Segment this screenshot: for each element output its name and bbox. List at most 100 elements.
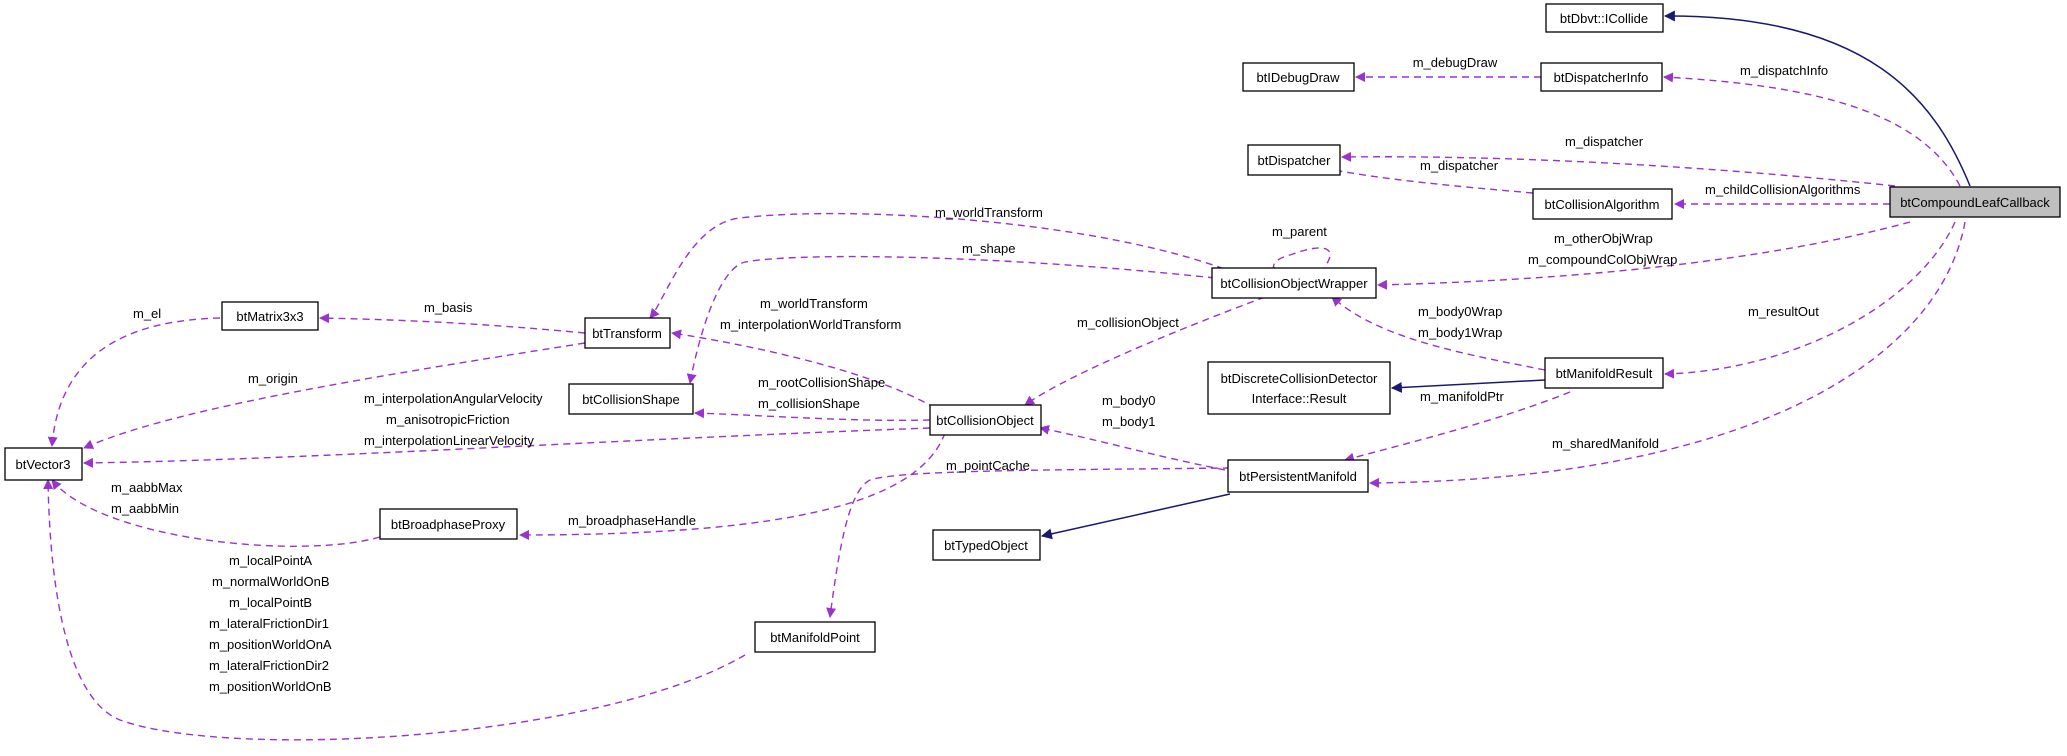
node-label: btManifoldResult — [1556, 366, 1653, 381]
label-m-collisionShape: m_collisionShape — [758, 396, 860, 411]
edge-el — [47, 317, 221, 447]
label-m-compoundColObjWrap: m_compoundColObjWrap — [1528, 252, 1677, 267]
label-m-broadphaseHandle: m_broadphaseHandle — [568, 513, 696, 528]
node-label: btCompoundLeafCallback — [1900, 195, 2050, 210]
node-label: btBroadphaseProxy — [391, 517, 506, 532]
label-m-basis: m_basis — [424, 300, 473, 315]
label-m-manifoldPtr: m_manifoldPtr — [1420, 389, 1504, 404]
node-label-line2: Interface::Result — [1252, 391, 1347, 406]
edge-manifoldptr — [1344, 391, 1571, 463]
label-m-anisotropicFriction: m_anisotropicFriction — [386, 412, 510, 427]
node-btBroadphaseProxy[interactable]: btBroadphaseProxy — [379, 508, 518, 540]
label-m-localPointB: m_localPointB — [229, 595, 312, 610]
node-btCollisionAlgorithm[interactable]: btCollisionAlgorithm — [1532, 188, 1673, 220]
edges — [43, 10, 1971, 741]
node-label: btCollisionAlgorithm — [1545, 197, 1660, 212]
label-m-body0Wrap: m_body0Wrap — [1418, 304, 1502, 319]
label-m-localPointA: m_localPointA — [229, 553, 312, 568]
label-m-aabbMax: m_aabbMax — [111, 480, 183, 495]
label-m-shape: m_shape — [962, 241, 1015, 256]
node-btCompoundLeafCallback[interactable]: btCompoundLeafCallback — [1889, 186, 2061, 218]
label-m-otherObjWrap: m_otherObjWrap — [1554, 231, 1653, 246]
edge-aabb — [51, 479, 381, 547]
node-label: btCollisionShape — [582, 392, 680, 407]
node-btDispatcherInfo[interactable]: btDispatcherInfo — [1540, 62, 1663, 92]
label-m-interpolationAngularVelocity: m_interpolationAngularVelocity — [364, 391, 543, 406]
label-m-lateralFrictionDir2: m_lateralFrictionDir2 — [209, 658, 329, 673]
node-btCollisionShape[interactable]: btCollisionShape — [568, 383, 694, 415]
label-m-aabbMin: m_aabbMin — [111, 501, 179, 516]
label-m-worldTransform-obj: m_worldTransform — [760, 296, 868, 311]
edge-manifoldpoint-vec — [43, 479, 746, 741]
label-m-sharedManifold: m_sharedManifold — [1552, 436, 1659, 451]
label-m-childCollisionAlgorithms: m_childCollisionAlgorithms — [1705, 182, 1861, 197]
node-label-line1: btDiscreteCollisionDetector — [1221, 371, 1378, 386]
label-m-el: m_el — [133, 306, 161, 321]
label-m-parent: m_parent — [1272, 224, 1327, 239]
node-btManifoldPoint[interactable]: btManifoldPoint — [754, 621, 876, 653]
node-btTypedObject[interactable]: btTypedObject — [932, 529, 1041, 561]
node-label: btCollisionObject — [936, 413, 1034, 428]
edge-labels: m_debugDraw m_dispatchInfo m_dispatcher … — [111, 55, 1861, 694]
node-btTransform[interactable]: btTransform — [584, 317, 671, 349]
node-btDispatcher[interactable]: btDispatcher — [1247, 144, 1341, 176]
node-label: btDispatcherInfo — [1554, 70, 1649, 85]
node-btDiscreteCollisionDetector-Result[interactable]: btDiscreteCollisionDetector Interface::R… — [1207, 361, 1391, 415]
label-m-lateralFrictionDir1: m_lateralFrictionDir1 — [209, 616, 329, 631]
node-btCollisionObject[interactable]: btCollisionObject — [929, 404, 1042, 436]
label-m-positionWorldOnA: m_positionWorldOnA — [209, 637, 332, 652]
node-label: btVector3 — [16, 457, 71, 472]
label-m-rootCollisionShape: m_rootCollisionShape — [758, 375, 885, 390]
node-btCollisionObjectWrapper[interactable]: btCollisionObjectWrapper — [1211, 267, 1377, 299]
node-btMatrix3x3[interactable]: btMatrix3x3 — [221, 301, 319, 331]
label-m-pointCache: m_pointCache — [946, 458, 1030, 473]
edge-body0 — [1039, 424, 1226, 471]
node-btManifoldResult[interactable]: btManifoldResult — [1544, 357, 1664, 389]
label-m-dispatcher-top: m_dispatcher — [1565, 134, 1644, 149]
node-btVector3[interactable]: btVector3 — [4, 447, 83, 481]
edge-colobj-transform — [671, 329, 936, 409]
label-m-origin: m_origin — [248, 371, 298, 386]
node-btDbvt-ICollide[interactable]: btDbvt::ICollide — [1545, 3, 1664, 33]
label-m-debugDraw: m_debugDraw — [1413, 55, 1498, 70]
label-m-body0: m_body0 — [1102, 393, 1155, 408]
label-m-resultOut: m_resultOut — [1748, 304, 1819, 319]
node-label: btMatrix3x3 — [236, 309, 303, 324]
node-btPersistentManifold[interactable]: btPersistentManifold — [1227, 459, 1369, 493]
edge-body0wrap — [1331, 296, 1546, 371]
edge-collisionobject — [1024, 296, 1266, 406]
edge-worldtransform-wrapper — [649, 212, 1236, 319]
edge-broadphase — [519, 432, 946, 540]
label-m-dispatchInfo: m_dispatchInfo — [1740, 63, 1828, 78]
node-btIDebugDraw[interactable]: btIDebugDraw — [1242, 62, 1355, 92]
label-m-normalWorldOnB: m_normalWorldOnB — [212, 574, 330, 589]
node-label: btManifoldPoint — [770, 630, 860, 645]
edge-rootshape — [694, 408, 931, 422]
edge-sharedmanifold — [1369, 221, 1966, 488]
node-label: btTypedObject — [944, 538, 1028, 553]
edge-inherit-result — [1390, 379, 1546, 393]
node-label: btTransform — [592, 326, 662, 341]
edge-inherit-icollide — [1663, 10, 1971, 187]
edge-dispatcher-top — [1341, 151, 1896, 187]
edge-origin — [83, 342, 586, 449]
edge-velocities — [83, 427, 931, 468]
edge-resultout — [1664, 221, 1956, 379]
edge-dispatchinfo — [1663, 72, 1961, 187]
label-m-worldTransform-wrapper: m_worldTransform — [935, 205, 1043, 220]
label-m-dispatcher-algo: m_dispatcher — [1420, 158, 1499, 173]
node-label: btIDebugDraw — [1256, 70, 1340, 85]
node-label: btPersistentManifold — [1239, 469, 1357, 484]
label-m-interpolationWorldTransform: m_interpolationWorldTransform — [720, 317, 901, 332]
node-label: btCollisionObjectWrapper — [1220, 276, 1368, 291]
label-m-interpolationLinearVelocity: m_interpolationLinearVelocity — [364, 433, 534, 448]
edge-shape — [686, 255, 1216, 384]
node-label: btDispatcher — [1258, 153, 1332, 168]
label-m-body1: m_body1 — [1102, 414, 1155, 429]
label-m-collisionObject: m_collisionObject — [1077, 315, 1179, 330]
edge-basis — [319, 313, 586, 334]
edge-otherobjwrap — [1377, 221, 1911, 290]
label-m-positionWorldOnB: m_positionWorldOnB — [209, 679, 332, 694]
node-label: btDbvt::ICollide — [1560, 11, 1648, 26]
